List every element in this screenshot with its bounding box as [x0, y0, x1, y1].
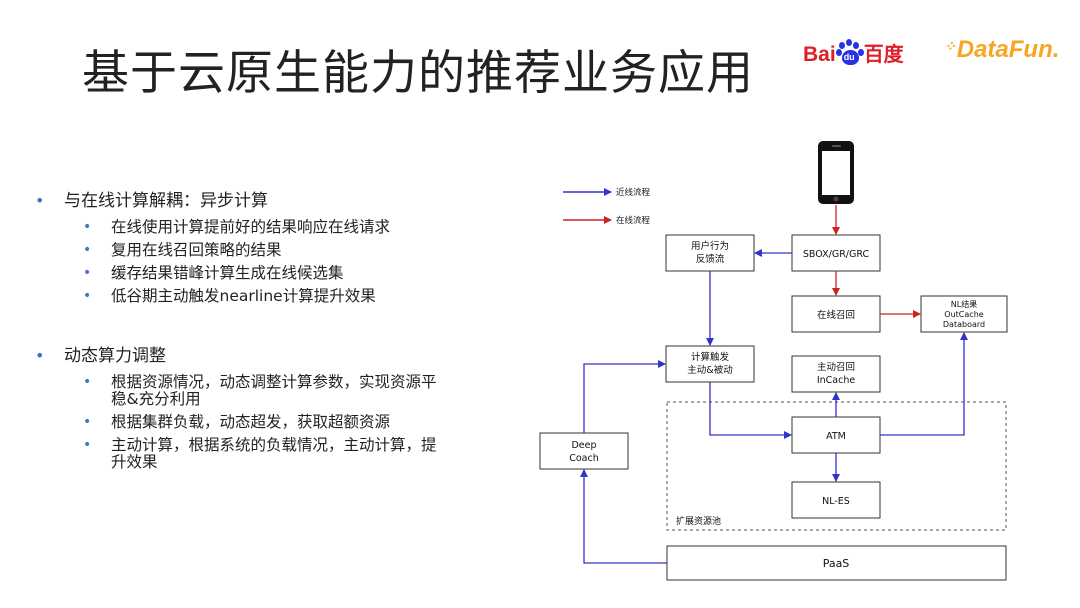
- deep-coach-line2: Coach: [569, 453, 599, 464]
- baidu-logo-latin: Bai: [803, 43, 836, 66]
- box-nl-es: [791, 481, 881, 519]
- sub-bullet: 复用在线召回策略的结果: [35, 242, 471, 260]
- legend: 近线流程 在线流程: [563, 187, 651, 226]
- arrow-atm-to-nl-result: [880, 332, 968, 436]
- compute-trigger-line1: 计算触发: [691, 351, 730, 363]
- baidu-logo: Bai du 百度: [803, 24, 923, 68]
- datafun-logo: ⁘DataFun.: [944, 36, 1059, 64]
- box-atm: [791, 416, 881, 454]
- baidu-paw-icon: du: [835, 39, 864, 67]
- baidu-logo-cn: 百度: [863, 42, 904, 66]
- arrow-trigger-to-atm: [709, 382, 792, 439]
- nl-result-line3: Databoard: [943, 320, 985, 329]
- nl-result-line2: OutCache: [944, 310, 983, 319]
- user-behavior-line1: 用户行为: [691, 240, 729, 252]
- sub-bullet: 根据资源情况，动态调整计算参数，实现资源平稳&充分利用: [35, 374, 441, 408]
- arrow-paas-to-deep-coach: [580, 469, 667, 564]
- box-active-recall: [791, 355, 881, 393]
- box-online-recall: [791, 295, 881, 333]
- paas-label: PaaS: [823, 557, 850, 570]
- nl-es-label: NL-ES: [822, 496, 850, 507]
- active-recall-line2: InCache: [817, 375, 856, 386]
- atm-label: ATM: [826, 431, 846, 442]
- resource-pool-label: 扩展资源池: [676, 515, 721, 527]
- box-sbox: [791, 234, 881, 272]
- sbox-label: SBOX/GR/GRC: [803, 249, 870, 260]
- page-title: 基于云原生能力的推荐业务应用: [82, 46, 754, 101]
- box-paas: [666, 545, 1007, 581]
- active-recall-line1: 主动召回: [817, 361, 855, 373]
- online-recall-label: 在线召回: [817, 309, 855, 321]
- phone-icon: [818, 141, 854, 204]
- deep-coach-line1: Deep: [571, 440, 596, 451]
- user-behavior-line2: 反馈流: [696, 253, 725, 265]
- box-nl-result: [920, 295, 1008, 333]
- nl-result-line1: NL结果: [951, 299, 977, 309]
- datafun-logo-text: DataFun.: [956, 36, 1060, 63]
- sub-bullet: 主动计算，根据系统的负载情况，主动计算，提升效果: [35, 437, 441, 471]
- sub-bullet: 低谷期主动触发nearline计算提升效果: [35, 288, 471, 306]
- baidu-paw-text: du: [843, 52, 855, 62]
- datafun-dots-icon: ⁘: [944, 38, 956, 54]
- arrow-deep-coach-to-trigger: [583, 360, 666, 433]
- compute-trigger-line2: 主动&被动: [687, 364, 732, 376]
- box-compute-trigger: [665, 345, 755, 383]
- legend-nearline-label: 近线流程: [616, 187, 651, 198]
- bullet-list: 与在线计算解耦：异步计算 在线使用计算提前好的结果响应在线请求 复用在线召回策略…: [35, 190, 495, 471]
- bullet-dynamic-compute: 动态算力调整: [35, 345, 495, 367]
- sub-bullet: 缓存结果错峰计算生成在线候选集: [35, 265, 471, 283]
- legend-online-label: 在线流程: [616, 215, 651, 226]
- sub-bullet: 在线使用计算提前好的结果响应在线请求: [35, 219, 471, 237]
- sub-bullet: 根据集群负载，动态超发，获取超额资源: [35, 414, 471, 432]
- box-deep-coach: [539, 432, 629, 470]
- bullet-decoupling: 与在线计算解耦：异步计算: [35, 190, 495, 212]
